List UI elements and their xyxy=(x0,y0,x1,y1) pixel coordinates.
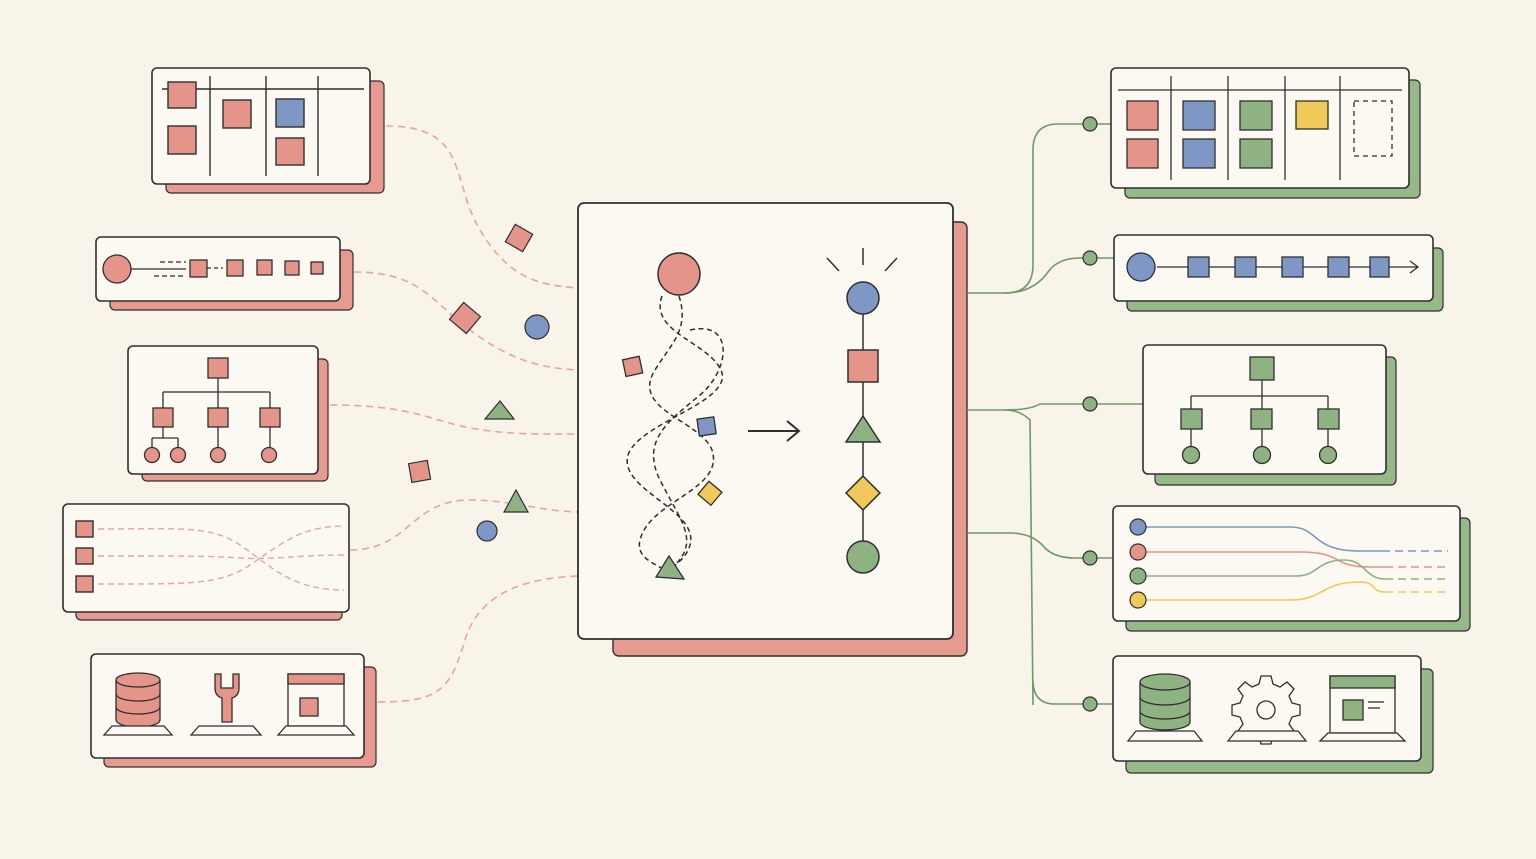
connector-swimlane-in xyxy=(349,499,579,551)
database-icon xyxy=(102,672,174,736)
node-dot-icon xyxy=(1082,696,1098,712)
floating-circle-icon xyxy=(476,520,498,542)
merging-lanes-icon xyxy=(1129,518,1448,609)
database-icon xyxy=(1126,673,1204,742)
input-card-tools xyxy=(90,653,377,768)
connector-tree-in xyxy=(329,404,579,435)
wrench-icon xyxy=(189,673,263,736)
input-card-pipeline xyxy=(95,236,354,311)
connector-kanban-in xyxy=(385,125,579,289)
browser-window-icon xyxy=(1318,675,1407,742)
connector-tools-in xyxy=(377,575,579,703)
floating-triangle-icon xyxy=(502,488,530,513)
scattered-square-icon xyxy=(621,355,644,378)
chain-square-icon xyxy=(847,349,879,383)
crossing-lanes-icon xyxy=(75,520,345,593)
chain-circle-icon xyxy=(846,281,880,315)
node-dot-icon xyxy=(1082,250,1098,266)
pipeline-icon xyxy=(102,254,324,284)
connector-pipeline-out xyxy=(1004,257,1114,294)
chain-end-circle-icon xyxy=(846,540,880,574)
output-card-tree xyxy=(1142,344,1397,486)
center-panel xyxy=(577,202,968,657)
output-card-kanban xyxy=(1110,67,1421,199)
kanban-board-icon xyxy=(1118,76,1402,180)
connector-tree-out xyxy=(967,409,1034,706)
kanban-board-icon xyxy=(162,76,364,176)
floating-square-icon xyxy=(407,459,432,484)
input-card-kanban xyxy=(151,67,385,194)
start-circle-icon xyxy=(657,252,701,296)
hierarchy-tree-icon xyxy=(143,357,281,464)
chain-triangle-icon xyxy=(844,414,882,443)
scattered-diamond-icon xyxy=(697,480,723,507)
connector-nodes xyxy=(1082,116,1098,712)
right-connectors xyxy=(967,123,1143,706)
floating-square-icon xyxy=(504,223,534,253)
connector-tree-branch xyxy=(1004,403,1143,411)
browser-window-icon xyxy=(276,673,356,736)
pipeline-icon xyxy=(1126,252,1420,282)
input-card-tree xyxy=(127,345,329,482)
gear-icon xyxy=(1226,675,1308,745)
floating-circle-icon xyxy=(524,314,550,340)
connector-tools-out xyxy=(1032,679,1113,705)
output-card-lanes xyxy=(1112,505,1471,632)
tangled-dashed-paths-icon xyxy=(626,295,724,573)
connector-lanes-out xyxy=(967,532,1113,559)
connector-kanban-out xyxy=(967,123,1111,294)
left-connectors xyxy=(329,125,579,703)
right-arrow-icon xyxy=(748,420,801,442)
input-card-swimlanes xyxy=(62,503,350,621)
hierarchy-tree-icon xyxy=(1180,356,1340,465)
output-card-tools xyxy=(1112,655,1434,774)
floating-triangle-icon xyxy=(483,400,516,420)
node-dot-icon xyxy=(1082,116,1098,132)
scattered-triangle-icon xyxy=(654,554,686,580)
floating-diamond-icon xyxy=(448,301,482,335)
ordered-chain-icon xyxy=(826,248,898,574)
node-dot-icon xyxy=(1082,396,1098,412)
node-dot-icon xyxy=(1082,550,1098,566)
scattered-square-icon xyxy=(696,416,717,437)
output-card-pipeline xyxy=(1113,234,1444,312)
floating-shapes xyxy=(407,223,550,542)
chain-diamond-icon xyxy=(844,474,882,512)
